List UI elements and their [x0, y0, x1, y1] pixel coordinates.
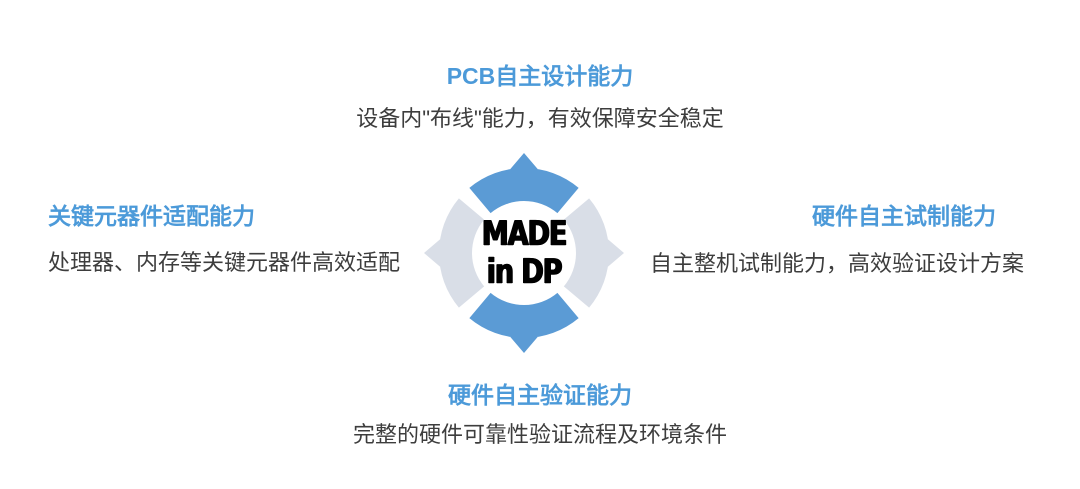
capability-desc-left: 处理器、内存等关键元器件高效适配 — [48, 250, 401, 275]
petal-right — [563, 198, 624, 308]
badge-line-1: MADE — [481, 214, 568, 254]
capability-desc-top: 设备内"布线"能力，有效保障安全稳定 — [356, 106, 724, 131]
capability-desc-bottom: 完整的硬件可靠性验证流程及环境条件 — [352, 422, 727, 447]
compass-icon — [424, 153, 624, 353]
capability-title-bottom: 硬件自主验证能力 — [448, 382, 632, 408]
capability-title-right: 硬件自主试制能力 — [812, 203, 996, 229]
badge-line-2: in DP — [486, 252, 562, 292]
petal-bottom — [469, 292, 579, 353]
capability-title-left: 关键元器件适配能力 — [48, 203, 255, 229]
capability-title-top: PCB自主设计能力 — [446, 63, 634, 89]
petal-left — [424, 198, 485, 308]
compass-badge: MADE in DP — [424, 153, 624, 353]
made-in-dp-label: MADE in DP — [444, 153, 604, 353]
petal-top — [469, 153, 579, 214]
capability-desc-right: 自主整机试制能力，高效验证设计方案 — [650, 251, 1025, 276]
